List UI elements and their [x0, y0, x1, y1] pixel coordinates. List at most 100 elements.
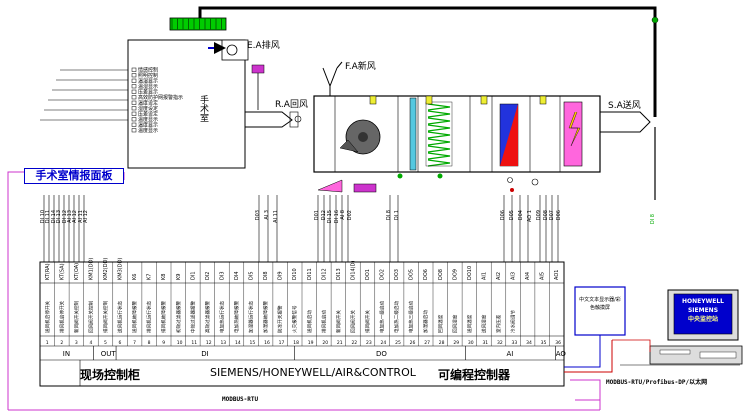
or-signal-label: 温度显示 — [138, 127, 158, 134]
terminal-number: 7 — [133, 340, 136, 346]
controller-cell: 回风阀开关 — [349, 310, 356, 333]
ahu-bottom-devices — [317, 173, 539, 193]
terminal-number: 19 — [308, 340, 314, 346]
terminal-number: 10 — [177, 340, 183, 346]
monitor-line-3: 中央监控站 — [687, 316, 718, 323]
terminal-number: 27 — [424, 340, 430, 346]
terminal-number: 33 — [512, 340, 518, 346]
terminal-number: 12 — [206, 340, 212, 346]
controller-cell: 电加热一级启动 — [379, 300, 386, 333]
terminal-number: 2 — [60, 340, 63, 346]
controller-tag: KM2(DD) — [103, 258, 109, 280]
terminal-number: 22 — [351, 340, 357, 346]
controller-cell: 高效过滤器报警 — [204, 300, 211, 333]
or-signal-wires — [40, 69, 128, 121]
field-tag: AI 3 — [264, 210, 270, 220]
io-group-label: AO — [556, 350, 567, 358]
controller-cell: 排风阀开关 — [364, 310, 371, 333]
field-tag: D08 — [542, 210, 549, 221]
terminal-number: 13 — [220, 340, 226, 346]
or-label: 手术室 — [198, 94, 209, 122]
controller-tag: AO1 — [554, 270, 560, 280]
controller-tag: DI5 — [249, 271, 255, 280]
controller-cell: 加湿器启动 — [422, 310, 429, 333]
controller-tag: AI5 — [540, 272, 546, 280]
field-tag: AI 11 — [273, 210, 279, 223]
controller-tag: DO9 — [452, 269, 458, 280]
terminal-number: 23 — [366, 340, 372, 346]
controller-tag: DO3 — [394, 269, 400, 280]
controller-tag: AI4 — [525, 272, 531, 280]
controller-cell: 电加热三级启动 — [408, 300, 415, 333]
terminal-number: 28 — [439, 340, 445, 346]
monitor-screen: HONEYWELL SIEMENS 中央监控站 — [676, 297, 730, 324]
controller-cell: 送风湿度 — [480, 314, 487, 333]
or-signal-label: 温度显示 — [138, 116, 158, 123]
controller-tag: DI4 — [234, 271, 240, 280]
or-signal-label: 湿度设定 — [138, 105, 158, 112]
field-tag: D07 — [549, 210, 555, 221]
terminal-number: 21 — [337, 340, 343, 346]
field-tag: DI 1 — [394, 210, 400, 221]
air-handling-unit — [245, 95, 651, 173]
controller-cell: 排风机运行状态 — [146, 300, 153, 333]
controller-tag: DO6 — [423, 269, 429, 280]
sa-label: S.A送风 — [608, 99, 641, 111]
controller-tag: DI11 — [307, 268, 313, 280]
controller-cell: 中效过滤器报警 — [189, 300, 196, 333]
field-tag: DI 8 — [386, 210, 392, 221]
terminal-number: 6 — [119, 340, 122, 346]
terminal-number: 29 — [453, 340, 459, 346]
controller-tag: DI13 — [336, 268, 342, 280]
terminal-number: 26 — [410, 340, 416, 346]
far-tag: DI 8 — [650, 214, 656, 225]
monitor-line-1: HONEYWELL — [682, 298, 724, 305]
controller-cell: 冷水阀调节 — [510, 310, 517, 333]
text-display — [574, 286, 626, 336]
terminal-number: 1 — [46, 340, 49, 346]
controller-cell: 排风机启动 — [320, 310, 327, 333]
or-signal-label: 照明控制 — [138, 72, 158, 79]
field-tag: D01 — [314, 210, 320, 221]
or-signal-label: 高效防护网报警指示 — [138, 94, 183, 101]
controller-cell: 送风机启动 — [306, 310, 313, 333]
controller-tag: DO8 — [438, 269, 444, 280]
io-group-label: DO — [376, 350, 387, 358]
controller-tag: DO10 — [467, 266, 473, 280]
monitor-line-2: SIEMENS — [687, 307, 719, 314]
field-tag: AI 12 — [83, 210, 90, 223]
controller-tag: AI2 — [496, 272, 502, 280]
controller-cell: 新风阀开关控制 — [73, 300, 80, 333]
or-signal-label: 温湿显示 — [138, 83, 158, 90]
controller-cell: 初效过滤器报警 — [175, 300, 182, 333]
controller-cell: 送风机启停开关 — [44, 300, 51, 333]
terminal-number: 3 — [75, 340, 78, 346]
field-tag: D12 — [320, 210, 327, 221]
field-tag: D05 — [509, 210, 515, 221]
or-signal-label: 压差显示 — [138, 89, 158, 96]
terminal-number: 17 — [279, 340, 285, 346]
info-panel[interactable]: 手术室情报面板 — [24, 168, 124, 184]
controller-cell: 电加热故障报警 — [233, 300, 240, 333]
terminal-number: 11 — [191, 340, 197, 346]
controller-cell: 送风温度 — [466, 314, 473, 333]
controller-cell: 排风机启停开关 — [58, 300, 65, 333]
terminal-number: 4 — [89, 340, 92, 346]
controller-tag: AI3 — [511, 272, 517, 280]
controller-tag: DI2 — [205, 271, 211, 280]
controller-tag: DI8 — [263, 271, 269, 280]
terminal-number: 5 — [104, 340, 107, 346]
modbus-label: MODBUS-RTU — [222, 396, 259, 403]
or-signal-label: 温度设定 — [138, 100, 158, 107]
controller-title-mid: SIEMENS/HONEYWELL/AIR&CONTROL — [210, 366, 416, 379]
controller-cell: 排风机故障报警 — [160, 300, 167, 333]
controller-tag: KT(OA) — [74, 263, 80, 280]
io-group-label: OUT — [101, 350, 117, 358]
terminal-number: 32 — [497, 340, 503, 346]
controller-cell: 回风湿度 — [451, 314, 458, 333]
field-tag: AI 8 — [340, 210, 346, 220]
controller-tag: DI10 — [292, 268, 298, 280]
plc-controller: KT(RA)送风机启停开关1KT(SA)排风机启停开关2KT(OA)新风阀开关控… — [39, 258, 567, 387]
controller-title-left: 现场控制柜 — [80, 368, 141, 382]
